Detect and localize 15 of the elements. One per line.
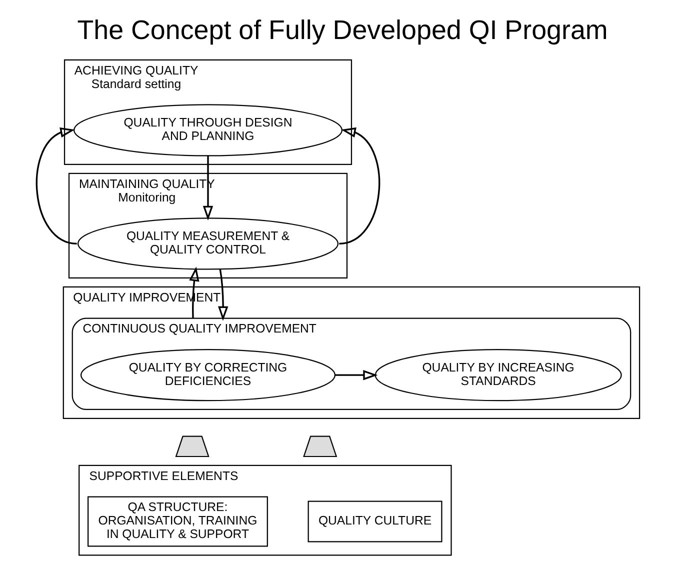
node-ellipse: QUALITY BY CORRECTING DEFICIENCIES: [80, 349, 336, 402]
node-box: QA STRUCTURE: ORGANISATION, TRAINING IN QUALITY & SUPPORT: [87, 496, 268, 547]
arrow: [334, 370, 378, 380]
node-ellipse: QUALITY BY INCREASING STANDARDS: [374, 349, 622, 402]
diagram-title: The Concept of Fully Developed QI Program: [76, 14, 608, 45]
arrow: [218, 268, 228, 321]
arrow: [35, 127, 76, 244]
node-ellipse: QUALITY THROUGH DESIGN AND PLANNING: [73, 104, 342, 156]
node-box: QUALITY CULTURE: [307, 500, 442, 542]
arrow: [338, 127, 380, 244]
arrow: [202, 156, 213, 220]
node-trapezoid: [174, 436, 209, 458]
arrow: [188, 266, 199, 318]
node-trapezoid: [302, 436, 337, 458]
node-ellipse: QUALITY MEASUREMENT & QUALITY CONTROL: [77, 218, 338, 270]
